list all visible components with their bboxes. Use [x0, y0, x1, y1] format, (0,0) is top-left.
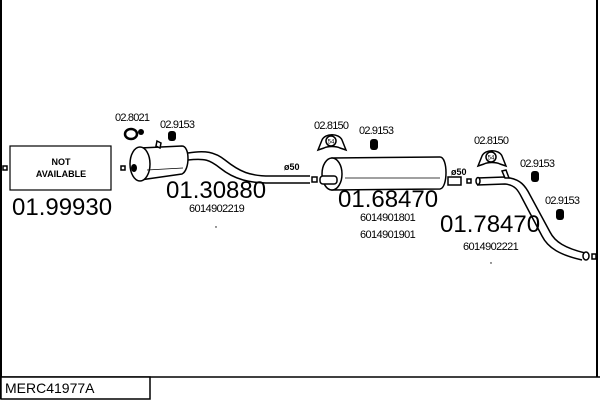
accessory-number: 02.9153	[545, 195, 580, 207]
part-number: 01.78470	[440, 211, 540, 238]
silencer-outlet	[131, 164, 137, 172]
part-01-68470[interactable]: ø50 01.68470 6014901801 6014901901	[311, 156, 467, 241]
oe-number: 6014902221	[463, 241, 519, 253]
hanger-badge: 54	[488, 156, 495, 162]
diameter-label: ø50	[451, 167, 467, 177]
accessory-02-8150[interactable]: 02.8150 54	[314, 120, 350, 152]
rubber-mount-icon	[556, 209, 564, 220]
not-available-label-1: NOT	[52, 157, 72, 167]
oe-number: 6014901901	[360, 229, 416, 241]
part-number: 01.99930	[12, 194, 112, 221]
accessory-02-9153[interactable]: 02.9153	[545, 195, 581, 220]
pipe	[187, 150, 310, 177]
accessory-number: 02.9153	[160, 119, 195, 131]
diagram-code-box	[0, 376, 151, 400]
part-01-99930[interactable]: NOT AVAILABLE 01.99930	[2, 145, 126, 221]
part-number: 01.30880	[166, 177, 266, 204]
accessory-number: 02.9153	[520, 158, 555, 170]
diameter-label: ø50	[284, 162, 300, 172]
not-available-box	[9, 145, 112, 191]
accessory-number: 02.8150	[314, 120, 349, 132]
silencer-body	[331, 156, 447, 191]
accessory-02-9153[interactable]: 02.9153	[520, 158, 556, 182]
part-01-78470[interactable]: 01.78470 6014902221	[440, 169, 597, 261]
not-available-label-2: AVAILABLE	[36, 169, 86, 179]
accessory-number: 02.8150	[474, 135, 509, 147]
accessory-number: 02.8021	[115, 112, 150, 124]
pipe	[187, 158, 310, 184]
accessory-02-9153[interactable]: 02.9153	[160, 119, 196, 141]
connector-icon	[2, 165, 8, 171]
connector-icon	[591, 253, 597, 260]
connector-icon	[466, 178, 472, 184]
hanger-badge: 54	[328, 140, 335, 146]
accessory-02-8150[interactable]: 02.8150 54	[474, 135, 510, 168]
rubber-mount-icon	[168, 131, 176, 141]
oe-number: 6014901801	[360, 212, 416, 224]
connector-icon	[120, 165, 126, 171]
connector-icon	[311, 176, 318, 183]
accessory-number: 02.9153	[359, 125, 394, 137]
diagram-code: MERC41977A	[5, 380, 95, 396]
clamp-icon	[123, 127, 139, 141]
oe-number: 6014902219	[189, 203, 245, 215]
accessory-02-8021[interactable]: 02.8021	[115, 112, 151, 141]
part-01-30880[interactable]: 01.30880 6014902219 ø50	[129, 139, 310, 215]
silencer-end	[129, 146, 151, 182]
rubber-mount-icon	[370, 139, 378, 150]
part-number: 01.68470	[338, 186, 438, 213]
rubber-mount-icon	[531, 171, 539, 182]
accessory-02-9153[interactable]: 02.9153	[359, 125, 395, 150]
silencer-body	[139, 145, 189, 181]
